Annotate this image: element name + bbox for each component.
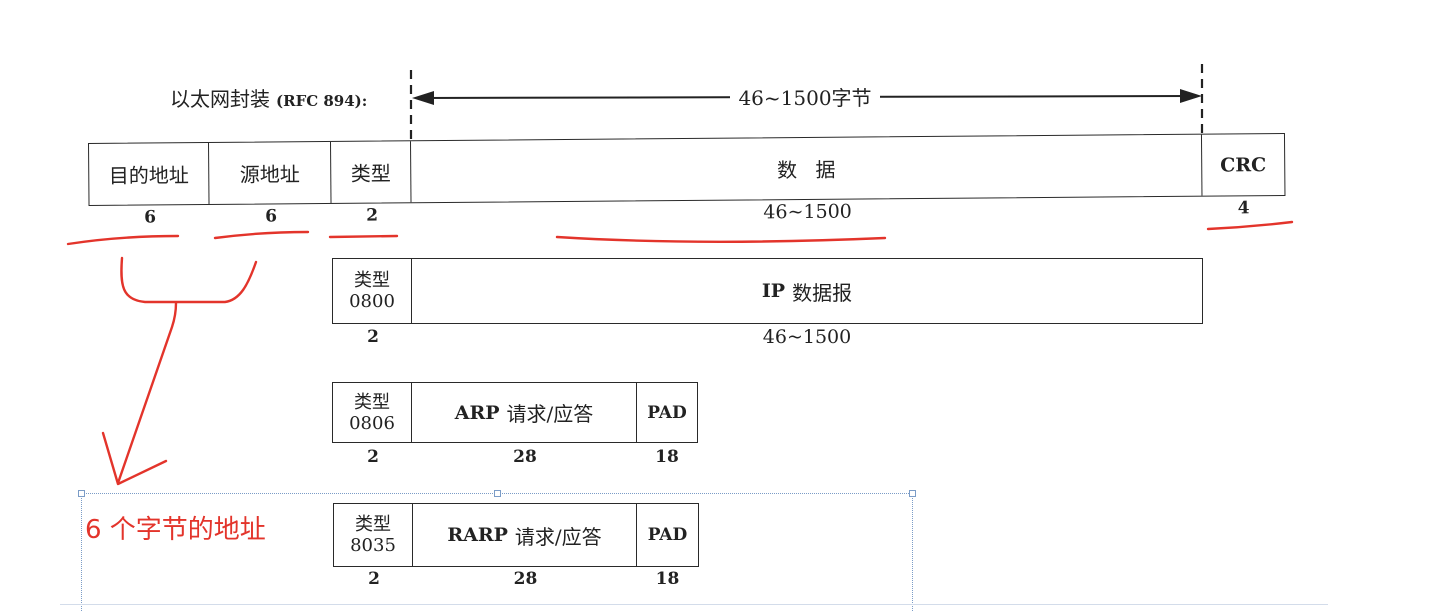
page-bottom-divider [60, 604, 1328, 605]
size-type: 2 [367, 447, 379, 467]
type-code: 0800 [349, 291, 395, 312]
ip-type-cell: 类型 0800 [333, 259, 412, 323]
arp-box: 类型 0806 ARP 请求/应答 PAD [332, 382, 698, 443]
size-payload: 46~1500 [762, 326, 852, 348]
annotation-text: 6 个字节的地址 [85, 515, 266, 545]
span-arrowhead-left [412, 91, 434, 105]
rarp-sizes: 2 28 18 [335, 568, 698, 590]
arp-type-cell: 类型 0806 [333, 383, 412, 442]
type-code: 0806 [349, 412, 395, 434]
pointer-arrow-stem [116, 301, 178, 485]
arp-pad-cell: PAD [637, 383, 697, 442]
header-rfc: (RFC 894): [276, 92, 368, 110]
ip-sizes: 2 46~1500 [334, 326, 1202, 348]
payload-proto: RARP [447, 524, 508, 546]
resize-handle-top-left[interactable] [78, 490, 85, 497]
arp-row: 类型 0806 ARP 请求/应答 PAD 2 28 18 [332, 382, 698, 472]
size-crc: 4 [1237, 198, 1250, 219]
pad-label: PAD [647, 402, 687, 423]
span-label: 46~1500字节 [730, 85, 880, 111]
payload-label: 请求/应答 [506, 402, 594, 426]
payload-proto: ARP [454, 401, 500, 424]
ethernet-frame: 目的地址 源地址 类型 数 据 CRC 6 6 2 46~1500 4 [88, 132, 1286, 233]
resize-handle-top-right[interactable] [909, 490, 916, 497]
rarp-row: 类型 8035 RARP 请求/应答 PAD 2 28 18 [333, 503, 699, 593]
rarp-payload-cell: RARP 请求/应答 [413, 504, 637, 566]
size-pad: 18 [655, 569, 680, 589]
arp-sizes: 2 28 18 [334, 446, 697, 468]
size-type: 2 [368, 569, 380, 589]
type-label: 类型 [354, 391, 390, 413]
ip-payload-cell: IP 数据报 [412, 259, 1202, 323]
underline-src-addr [213, 230, 310, 240]
ip-datagram-box: 类型 0800 IP 数据报 [332, 258, 1203, 324]
arp-payload-cell: ARP 请求/应答 [412, 383, 637, 442]
ethernet-frame-box: 目的地址 源地址 类型 数 据 CRC [88, 132, 1286, 206]
payload-proto: IP [761, 280, 786, 302]
rarp-pad-cell: PAD [637, 504, 698, 566]
size-payload: 28 [513, 447, 537, 467]
underline-data [555, 235, 887, 243]
size-payload: 28 [513, 569, 538, 589]
type-label: 类型 [355, 514, 391, 535]
resize-handle-top-center[interactable] [494, 490, 501, 497]
field-label: CRC [1220, 153, 1267, 177]
field-type: 类型 [330, 141, 412, 203]
ip-datagram-row: 类型 0800 IP 数据报 2 46~1500 [332, 258, 1203, 350]
type-code: 8035 [350, 535, 396, 556]
type-label: 类型 [354, 270, 390, 291]
field-src-addr: 源地址 [209, 141, 332, 204]
size-type: 2 [367, 327, 379, 347]
address-bracket [120, 256, 258, 304]
underline-dest-addr [66, 234, 180, 246]
field-dest-addr: 目的地址 [89, 142, 210, 205]
size-dest-addr: 6 [144, 207, 157, 228]
field-label: 源地址 [239, 162, 300, 187]
annotation-textbox[interactable]: 6 个字节的地址 [78, 490, 916, 611]
size-pad: 18 [655, 447, 679, 467]
underline-type [328, 234, 399, 239]
size-type: 2 [366, 205, 379, 226]
field-label: 类型 [350, 161, 391, 186]
payload-label: 数据报 [792, 280, 853, 305]
header-title: 以太网封装 [170, 87, 270, 111]
pointer-arrow-head [101, 431, 168, 486]
rarp-box: 类型 8035 RARP 请求/应答 PAD [333, 503, 699, 567]
field-data: 数 据 [410, 134, 1203, 203]
field-crc: CRC [1202, 134, 1285, 196]
span-arrowhead-right [1180, 89, 1202, 103]
diagram-header: 以太网封装 (RFC 894): [170, 86, 367, 112]
pad-label: PAD [647, 525, 688, 545]
payload-label: 请求/应答 [514, 524, 602, 549]
field-label: 目的地址 [108, 163, 189, 188]
field-label: 数 据 [776, 157, 836, 183]
size-src-addr: 6 [265, 206, 278, 227]
rarp-type-cell: 类型 8035 [334, 504, 413, 566]
